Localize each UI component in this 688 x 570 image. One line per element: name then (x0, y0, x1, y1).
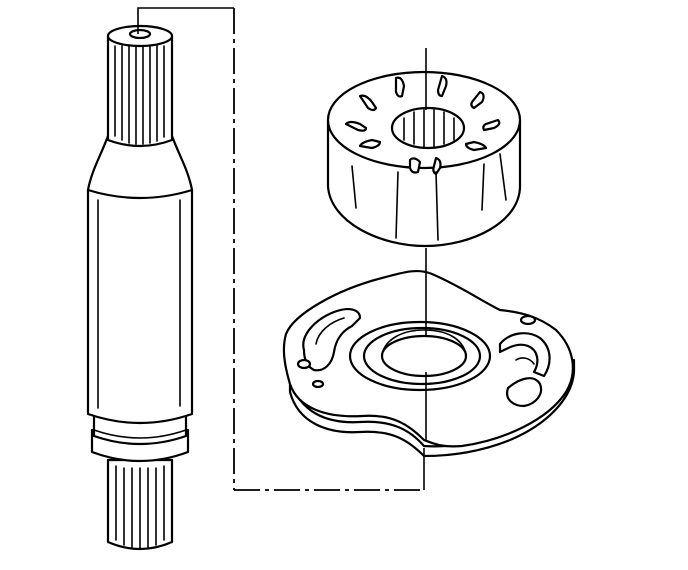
shaft-taper (86, 128, 194, 200)
port-plate-right-pocket (311, 314, 551, 408)
shaft-upper-spline (106, 24, 174, 148)
rotor-side-slots (351, 153, 507, 241)
port-plate-left-pocket (296, 308, 362, 372)
rotor (326, 70, 522, 248)
port-plate (282, 269, 576, 458)
assembly-leader-lines (137, 7, 427, 491)
splined-shaft (86, 24, 194, 551)
shaft-body (86, 188, 194, 425)
shaft-collar (90, 414, 190, 463)
rotor-bore-splines (403, 109, 455, 148)
shaft-lower-spline (106, 458, 174, 551)
port-plate-center-bore (348, 320, 492, 392)
rotor-vane-slots (344, 74, 501, 176)
